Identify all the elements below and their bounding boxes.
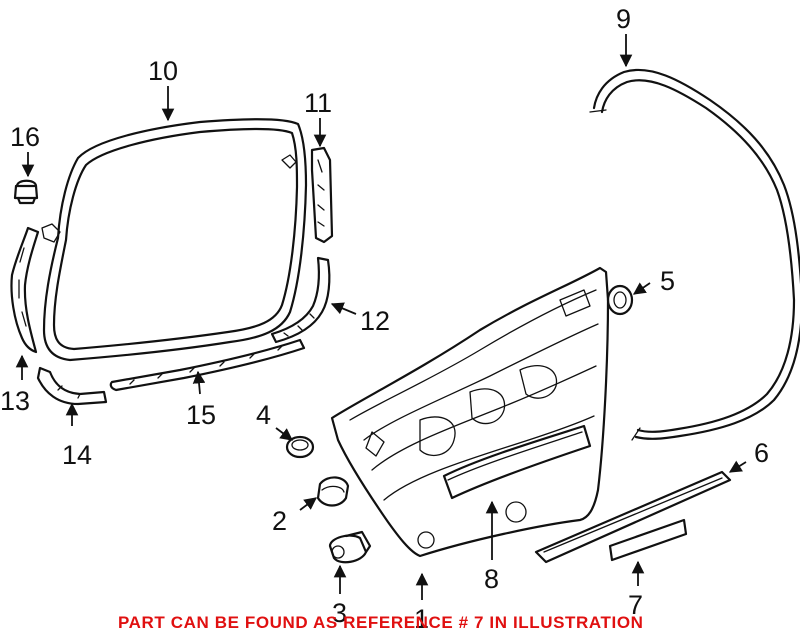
callout-3: 3 [332,598,347,628]
callout-14: 14 [62,440,92,470]
callout-12: 12 [360,306,390,336]
sill-strip-part-15 [109,338,306,392]
callout-5: 5 [660,266,675,296]
cap-part-2 [316,476,350,507]
callout-10: 10 [148,56,178,86]
corner-strip-part-14 [36,366,108,406]
callout-8: 8 [484,564,499,594]
callout-1: 1 [414,604,429,634]
callout-13: 13 [0,386,30,416]
callout-9: 9 [616,4,631,34]
door-panel-part-1 [330,266,610,558]
seal-strip-part-13 [10,226,40,354]
callout-2: 2 [272,506,287,536]
callout-4: 4 [256,400,271,430]
strip-part-7 [608,518,688,562]
leader-lines [15,34,747,600]
molding-part-12 [270,256,331,344]
bumper-stop-part-16 [13,179,39,205]
body-seal-part-9 [589,68,800,441]
molding-part-11 [310,146,334,244]
sill-molding-part-6 [534,470,732,564]
switch-part-3 [328,530,372,564]
callout-15: 15 [186,400,216,430]
callout-11: 11 [304,88,332,118]
trim-plate-part-8 [442,424,592,500]
callout-6: 6 [754,438,769,468]
plug-part-4 [285,435,315,459]
footer-note: PART CAN BE FOUND AS REFERENCE # 7 IN IL… [118,613,644,632]
callout-7: 7 [628,590,643,620]
door-seal-part-10 [41,118,308,362]
callout-labels: 1 2 3 4 5 6 7 8 9 10 11 12 13 14 15 16 [0,4,769,634]
callout-16: 16 [10,122,40,152]
grommet-part-5 [606,284,634,316]
